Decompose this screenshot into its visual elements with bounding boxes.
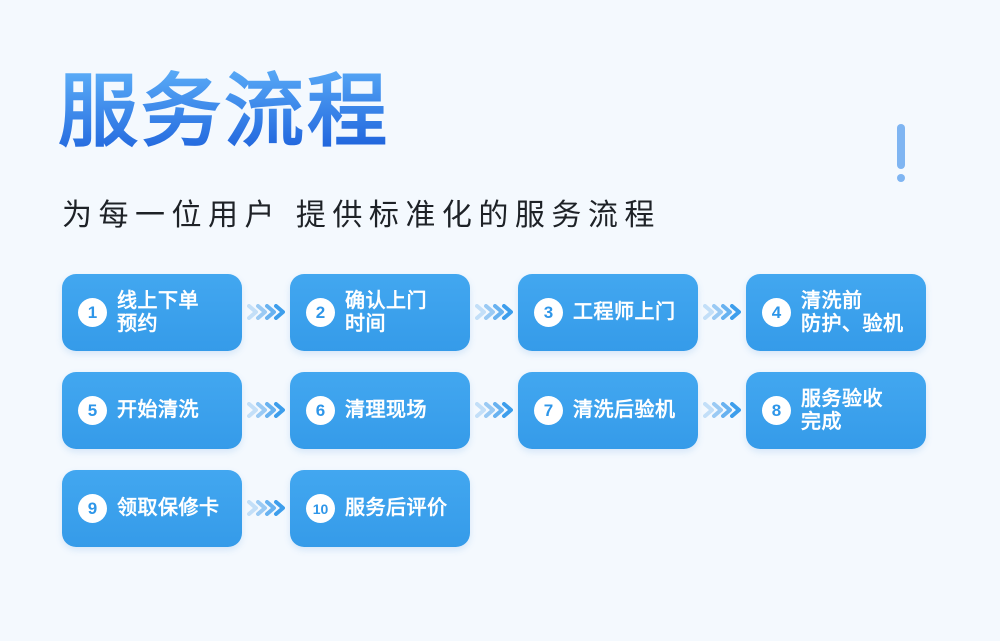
flow-step-1: 1 线上下单 预约 [62, 274, 242, 351]
step-number-badge: 6 [306, 396, 335, 425]
step-label: 领取保修卡 [117, 497, 220, 519]
step-label: 确认上门 时间 [345, 289, 427, 335]
flow-step-8: 8 服务验收 完成 [746, 372, 926, 449]
step-number-badge: 4 [762, 298, 791, 327]
page-title: 服务流程 [58, 67, 390, 156]
step-label: 开始清洗 [117, 399, 199, 421]
step-number-badge: 7 [534, 396, 563, 425]
flow-arrow-icon [703, 402, 741, 418]
step-label: 工程师上门 [573, 301, 676, 323]
flow-arrow-icon [703, 304, 741, 320]
step-label: 服务验收 完成 [801, 387, 883, 433]
step-number-badge: 8 [762, 396, 791, 425]
flow-step-6: 6 清理现场 [290, 372, 470, 449]
flow-arrow-icon [475, 304, 513, 320]
flow-arrow-icon [475, 402, 513, 418]
step-label: 服务后评价 [345, 497, 448, 519]
step-number-badge: 2 [306, 298, 335, 327]
step-label: 清理现场 [345, 399, 427, 421]
flow-step-3: 3 工程师上门 [518, 274, 698, 351]
flow-arrow-icon [247, 500, 285, 516]
flow-step-9: 9 领取保修卡 [62, 470, 242, 547]
step-number-badge: 1 [78, 298, 107, 327]
flow-arrow-icon [247, 304, 285, 320]
step-number-badge: 5 [78, 396, 107, 425]
exclamation-dot [897, 174, 905, 182]
exclamation-bar [897, 124, 905, 169]
step-label: 清洗前 防护、验机 [801, 289, 904, 335]
flow-step-5: 5 开始清洗 [62, 372, 242, 449]
page-subtitle: 为每一位用户 提供标准化的服务流程 [62, 199, 661, 232]
flow-step-4: 4 清洗前 防护、验机 [746, 274, 926, 351]
flow-step-2: 2 确认上门 时间 [290, 274, 470, 351]
flow-arrow-icon [247, 402, 285, 418]
flow-step-7: 7 清洗后验机 [518, 372, 698, 449]
flow-step-10: 10 服务后评价 [290, 470, 470, 547]
exclamation-decoration-icon [897, 124, 905, 182]
step-number-badge: 9 [78, 494, 107, 523]
step-number-badge: 3 [534, 298, 563, 327]
step-label: 线上下单 预约 [117, 289, 199, 335]
step-label: 清洗后验机 [573, 399, 676, 421]
step-number-badge: 10 [306, 494, 335, 523]
